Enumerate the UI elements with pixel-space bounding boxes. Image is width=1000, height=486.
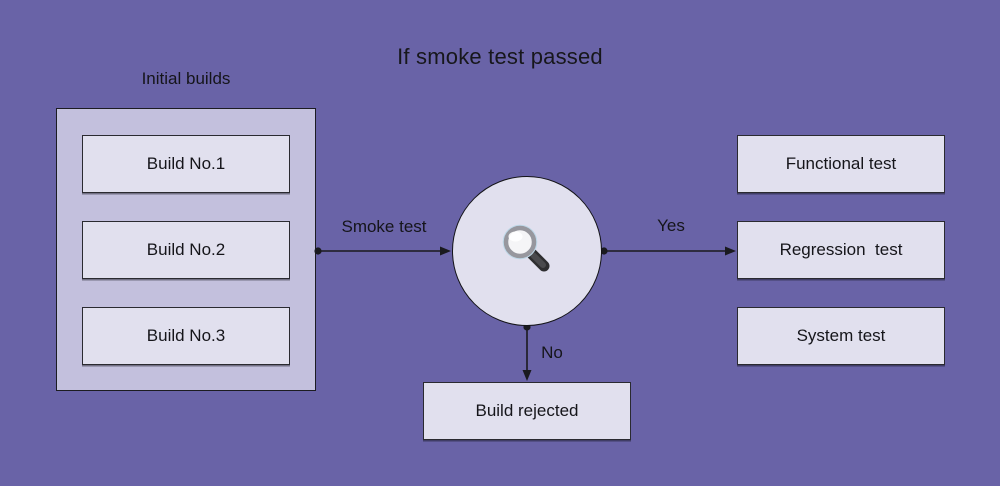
initial-builds-label: Initial builds <box>141 69 231 88</box>
node-build-3-label: Build No.3 <box>146 326 226 345</box>
node-system-test-label: System test <box>796 326 886 345</box>
node-functional-test-label: Functional test <box>785 154 897 173</box>
node-regression-test-label: Regression test <box>779 240 903 259</box>
node-build-2-label: Build No.2 <box>146 240 226 259</box>
node-build-3: Build No.3 <box>82 307 290 365</box>
diagram-title: If smoke test passed <box>397 44 603 69</box>
connector-no <box>522 323 532 381</box>
node-build-rejected: Build rejected <box>423 382 631 440</box>
magnifier-icon <box>499 221 555 282</box>
node-build-1: Build No.1 <box>82 135 290 193</box>
no-edge-label: No <box>541 343 563 362</box>
node-functional-test: Functional test <box>737 135 945 193</box>
yes-edge-label: Yes <box>657 216 685 235</box>
smoke-test-edge-label: Smoke test <box>341 217 427 236</box>
node-build-rejected-label: Build rejected <box>475 401 579 420</box>
node-build-2: Build No.2 <box>82 221 290 279</box>
node-build-1-label: Build No.1 <box>146 154 226 173</box>
decision-node <box>452 176 602 326</box>
node-system-test: System test <box>737 307 945 365</box>
connector-yes <box>600 246 736 256</box>
node-regression-test: Regression test <box>737 221 945 279</box>
connector-smoke-test <box>314 246 451 256</box>
